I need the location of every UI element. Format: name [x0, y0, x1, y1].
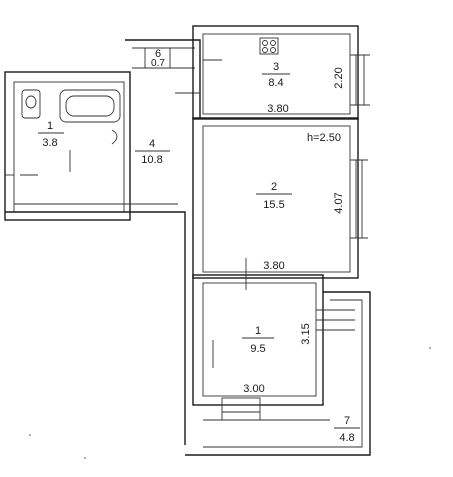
room-2-width-dimension: 3.80 [263, 260, 284, 272]
room-6-number: 6 [155, 48, 161, 60]
room-3-width-dimension: 3.80 [267, 103, 288, 115]
room-3-depth-dimension: 2.20 [333, 67, 345, 88]
stray-marks [29, 347, 431, 459]
room-2-number: 2 [271, 181, 277, 193]
room-3-area: 8.4 [268, 77, 283, 89]
room-3-walls [192, 25, 370, 120]
room-4-number: 4 [149, 138, 155, 150]
room-7-area: 4.8 [339, 432, 354, 444]
room-1-width-dimension: 3.00 [243, 383, 264, 395]
room-7-walls [185, 291, 371, 456]
room-1-number: 1 [255, 325, 261, 337]
room-1-depth-dimension: 3.15 [300, 323, 312, 344]
room-2-area: 15.5 [263, 199, 284, 211]
room-7-number: 7 [344, 415, 350, 427]
room-4-walls [5, 39, 201, 445]
room-5-number: 1 [47, 120, 53, 132]
room-2-depth-dimension: 4.07 [333, 192, 345, 213]
room-2-walls [192, 117, 368, 290]
room-5-walls [4, 71, 131, 221]
room-3-number: 3 [273, 61, 279, 73]
ceiling-height: h=2.50 [307, 132, 341, 144]
room-1-walls [192, 274, 355, 406]
room-5-area: 3.8 [42, 137, 57, 149]
room-1-area: 9.5 [250, 343, 265, 355]
room-6-area: 0.7 [151, 58, 165, 69]
room-4-area: 10.8 [141, 154, 162, 166]
